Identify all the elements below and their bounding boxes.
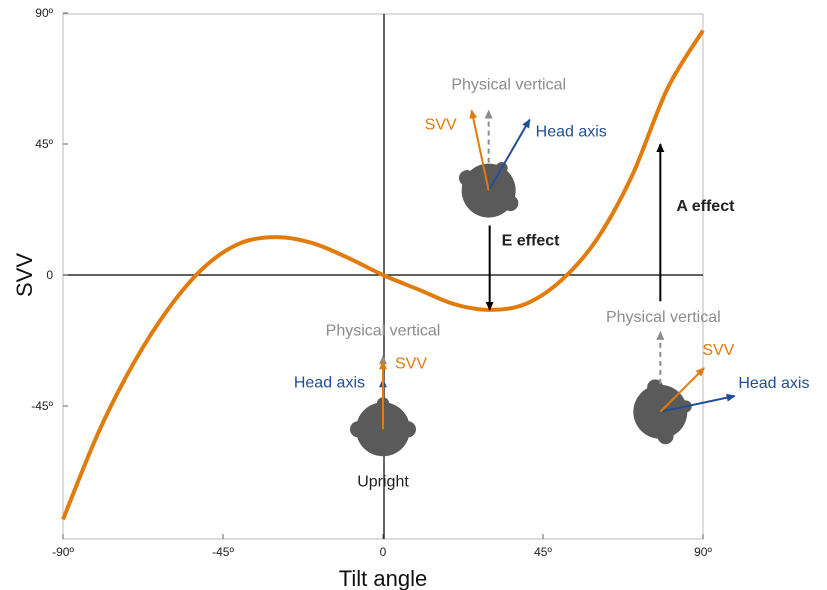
upright-caption: Upright [357,473,409,490]
x-tick-label: 90º [694,545,712,559]
head-axis-label: Head axis [536,124,607,141]
e-effect-label: E effect [502,233,560,250]
y-tick-label: -45º [31,399,53,413]
svv-label: SVV [395,355,427,372]
physical-vertical-label: Physical vertical [326,322,441,339]
x-axis-title: Tilt angle [339,566,427,590]
y-tick-label: 0 [46,268,53,282]
y-tick-label: 45º [35,137,53,151]
y-axis-title: SVV [12,253,37,297]
physical-vertical-label: Physical vertical [451,77,566,94]
x-tick-label: 45º [534,545,552,559]
x-tick-label: -90º [52,545,74,559]
svv-label: SVV [702,342,734,359]
svv-curve [61,29,705,521]
svv-label: SVV [425,117,457,134]
a-effect-label: A effect [676,198,735,215]
x-tick-label: -45º [212,545,234,559]
head-axis-label: Head axis [738,375,809,392]
y-tick-label: 90º [35,6,53,20]
svv-arrow [659,367,705,413]
head-axis-arrow [487,118,531,192]
head-axis-arrow [660,393,736,413]
physical-vertical-label: Physical vertical [606,309,721,326]
svv-arrow [469,109,490,191]
head-axis-label: Head axis [294,374,365,391]
x-tick-label: 0 [380,545,387,559]
